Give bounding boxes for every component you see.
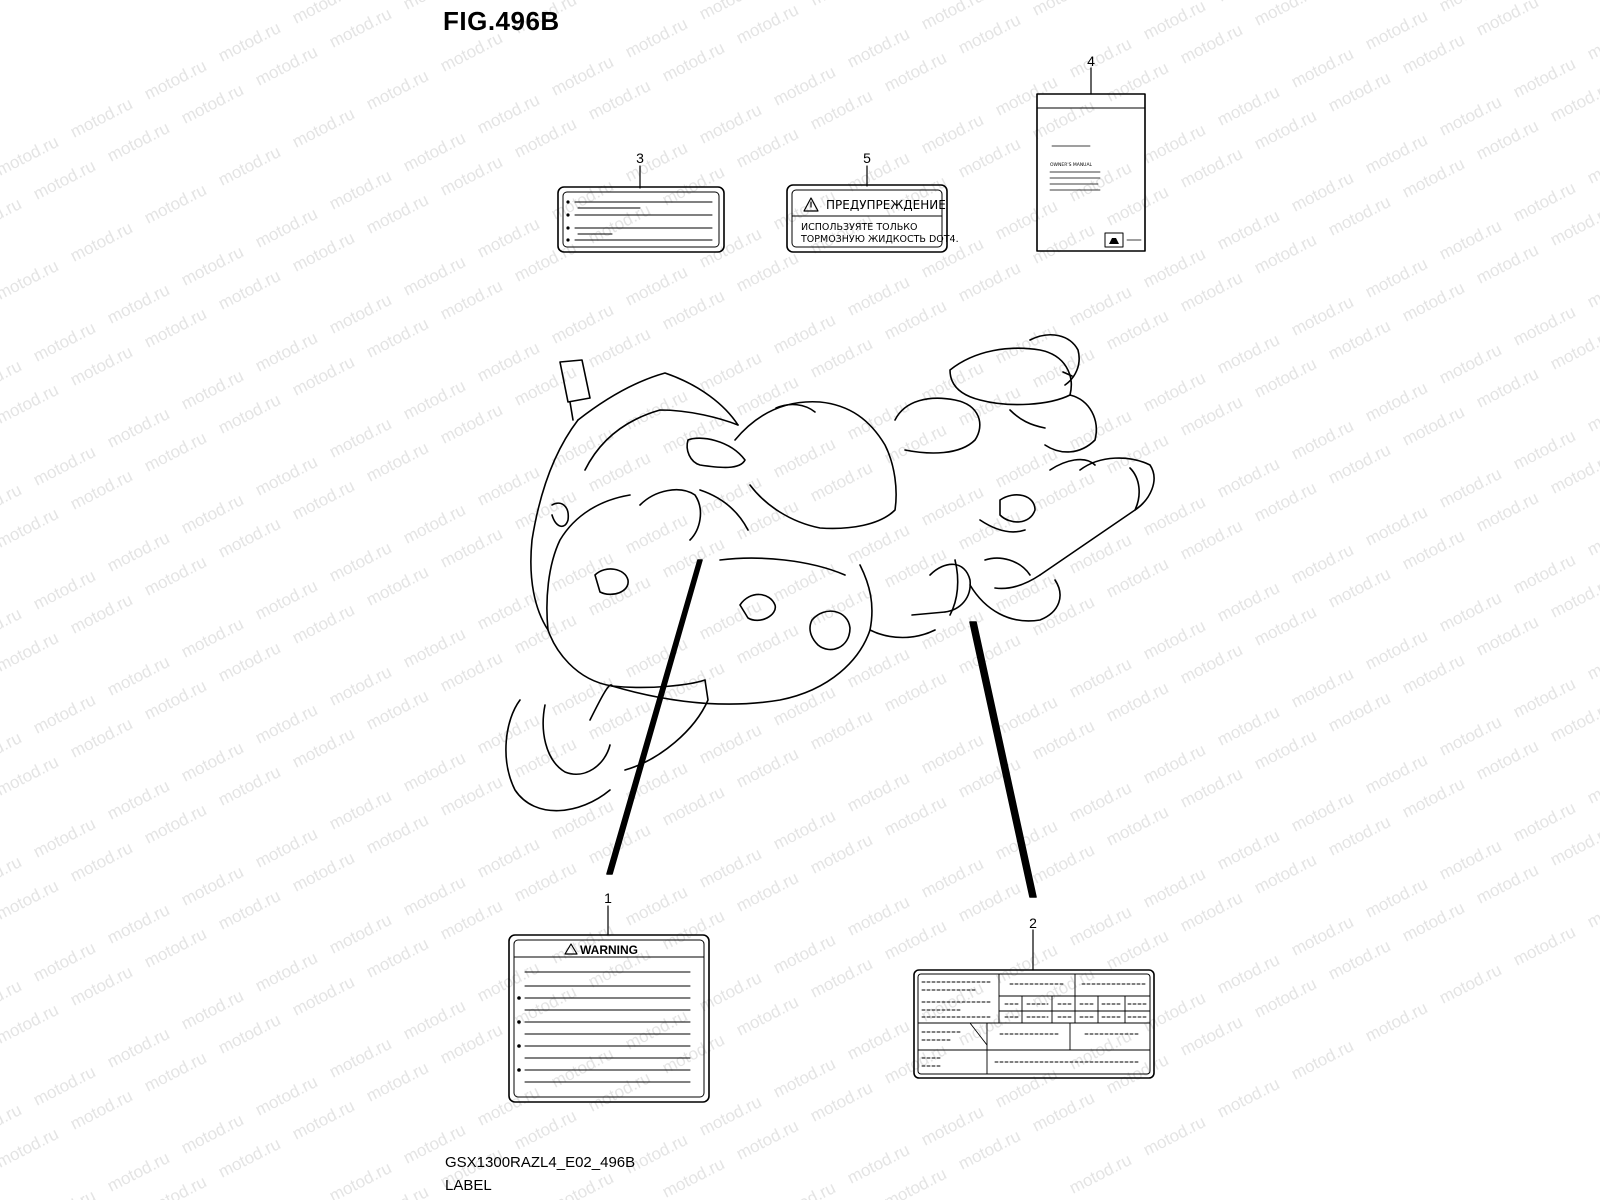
section-name: LABEL xyxy=(445,1177,492,1194)
label-1 xyxy=(508,934,710,1103)
brake-label-heading: ПРЕДУПРЕЖДЕНИЕ xyxy=(826,198,946,212)
leader-line-1 xyxy=(606,559,703,875)
owners-manual-heading: OWNER'S MANUAL xyxy=(1050,162,1093,168)
label-3 xyxy=(557,186,725,253)
callout-2: 2 xyxy=(1029,915,1037,931)
label-4 xyxy=(1036,93,1146,252)
brake-label-line-2: ТОРМОЗНУЮ ЖИДКОСТЬ DOT4. xyxy=(800,234,959,245)
model-code: GSX1300RAZL4_E02_496B xyxy=(445,1154,636,1171)
callout-1: 1 xyxy=(604,890,612,906)
label-2 xyxy=(913,969,1155,1079)
leader-line-2 xyxy=(969,621,1037,898)
label-5 xyxy=(786,184,948,253)
brake-label-line-1: ИСПОЛЬЗУЯТЕ ТОЛЬКО xyxy=(801,222,918,233)
callout-3: 3 xyxy=(636,150,644,166)
warning-label-heading: WARNING xyxy=(580,943,638,957)
callout-4: 4 xyxy=(1087,53,1095,69)
callout-5: 5 xyxy=(863,150,871,166)
figure-title: FIG.496B xyxy=(443,6,560,36)
motorcycle-illustration xyxy=(505,334,1155,812)
